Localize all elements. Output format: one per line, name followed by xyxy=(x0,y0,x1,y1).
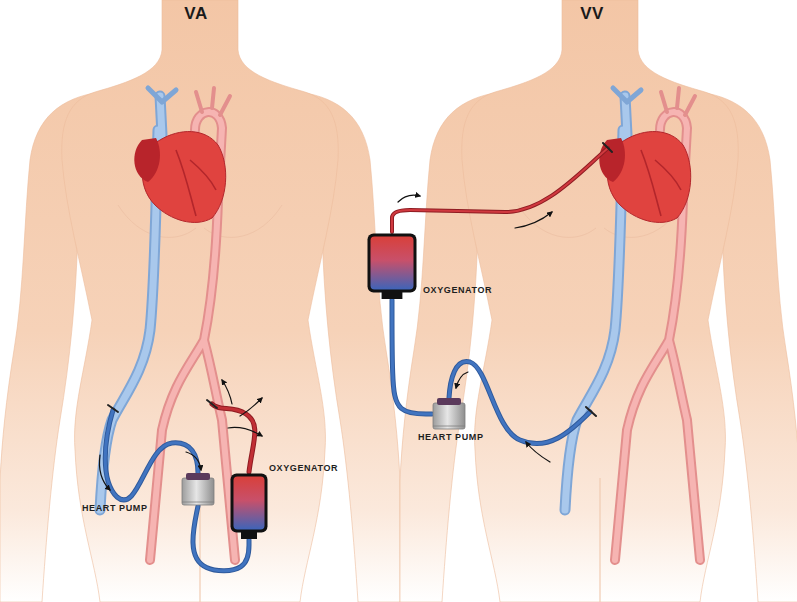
body-silhouette xyxy=(400,0,797,602)
pump-cap xyxy=(437,398,461,405)
panel-heading: VV xyxy=(580,4,604,24)
flow-arrow xyxy=(99,455,110,490)
oxygenator-symbol xyxy=(366,232,418,300)
pump-device: HEART PUMP xyxy=(181,473,215,506)
oxygenator-device: OXYGENATOR xyxy=(229,472,269,540)
vv-tubing xyxy=(392,143,612,462)
heart-vessels xyxy=(565,88,700,560)
tube-outline xyxy=(392,300,432,414)
device-label: OXYGENATOR xyxy=(269,463,338,474)
oxygenator-chamber xyxy=(371,237,414,290)
flow-arrow xyxy=(398,195,420,202)
device-label: OXYGENATOR xyxy=(423,285,492,296)
body-silhouette xyxy=(0,0,400,602)
arterial-tube xyxy=(392,148,608,232)
venous-tube xyxy=(449,362,590,444)
pump-symbol xyxy=(181,473,215,506)
pump-device: HEART PUMP xyxy=(432,398,466,430)
venous-tube xyxy=(449,362,590,444)
oxygenator-frame xyxy=(231,474,268,533)
pump-body xyxy=(433,403,465,429)
flow-arrow xyxy=(526,442,550,462)
cannula-tip xyxy=(586,143,612,416)
oxygenator-chamber xyxy=(234,477,265,530)
pump-base xyxy=(182,502,214,503)
flow-arrow xyxy=(240,398,262,416)
va-body xyxy=(0,0,400,602)
flow-arrow xyxy=(456,372,468,388)
pump-cap xyxy=(186,473,210,480)
pump-body xyxy=(182,478,214,505)
cannula-tip xyxy=(108,400,217,412)
oxygenator-device: OXYGENATOR xyxy=(366,232,418,300)
arterial-tube xyxy=(212,404,255,472)
device-label: HEART PUMP xyxy=(82,503,148,514)
arterial-tube xyxy=(392,148,608,232)
tube-group xyxy=(392,300,432,414)
flow-arrow xyxy=(515,212,552,228)
device-label: HEART PUMP xyxy=(418,432,484,443)
flow-arrow xyxy=(186,452,201,470)
oxygenator-cap xyxy=(382,292,403,299)
oxygenator-symbol xyxy=(229,472,269,540)
pump-symbol xyxy=(432,398,466,430)
oxygenator-cap xyxy=(241,532,257,539)
flow-arrow xyxy=(222,380,232,404)
pump-base xyxy=(433,426,465,427)
oxygenator-frame xyxy=(368,234,417,293)
circuit-tube xyxy=(392,300,432,414)
heart-vessels xyxy=(100,88,235,560)
flow-arrow xyxy=(228,427,262,436)
vv-body xyxy=(400,0,797,602)
arterial-tube xyxy=(212,404,255,472)
panel-heading: VA xyxy=(184,4,207,24)
